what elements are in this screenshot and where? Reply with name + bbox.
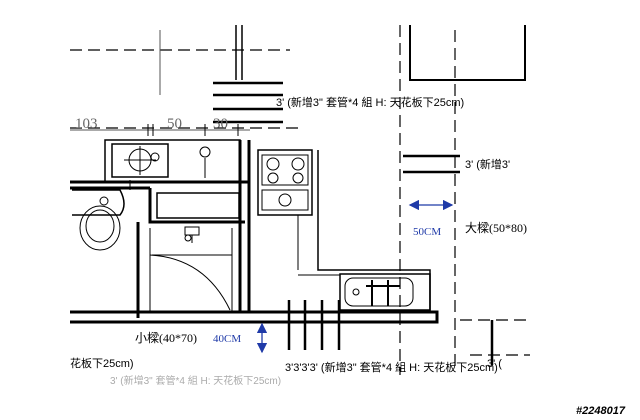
beam-large-dim: 50CM xyxy=(413,226,441,238)
beam-small-dim: 40CM xyxy=(213,333,241,345)
wall-structure xyxy=(70,140,439,324)
shower-door xyxy=(149,228,233,312)
watermark: #2248017 xyxy=(576,405,626,417)
beam-small-label: 小樑(40*70) xyxy=(135,331,197,345)
pipe-group-bottom xyxy=(287,300,494,365)
dim-103: 103 xyxy=(75,116,98,132)
wall-outline-top-right xyxy=(409,25,526,81)
pipe-note-top: 3' (新增3" 套管*4 組 H: 天花板下25cm) xyxy=(276,95,464,109)
left-edge-text: 花板下25cm) xyxy=(70,356,134,370)
toilet xyxy=(72,189,125,251)
dimension-row: 103 50 30 xyxy=(70,116,250,136)
pipe-group-top xyxy=(213,81,283,124)
dim-50: 50 xyxy=(167,116,182,132)
dashed-reference-lines xyxy=(70,25,530,375)
dim-30: 30 xyxy=(213,116,228,132)
right-edge-text: 3' ( xyxy=(487,358,502,370)
cooktop xyxy=(257,149,313,216)
beam-large-label: 大樑(50*80) xyxy=(465,221,527,235)
small-sink xyxy=(339,273,431,311)
pipe-note-bottom: 3'3'3'3' (新增3" 套管*4 組 H: 天花板下25cm) xyxy=(285,360,498,374)
pipe-group-right xyxy=(403,154,460,174)
pipe-note-right: 3' (新增3' xyxy=(465,157,510,171)
pipe-note-bottom-faded: 3' (新增3" 套管*4 組 H: 天花板下25cm) xyxy=(110,374,281,387)
faucet xyxy=(184,226,200,243)
